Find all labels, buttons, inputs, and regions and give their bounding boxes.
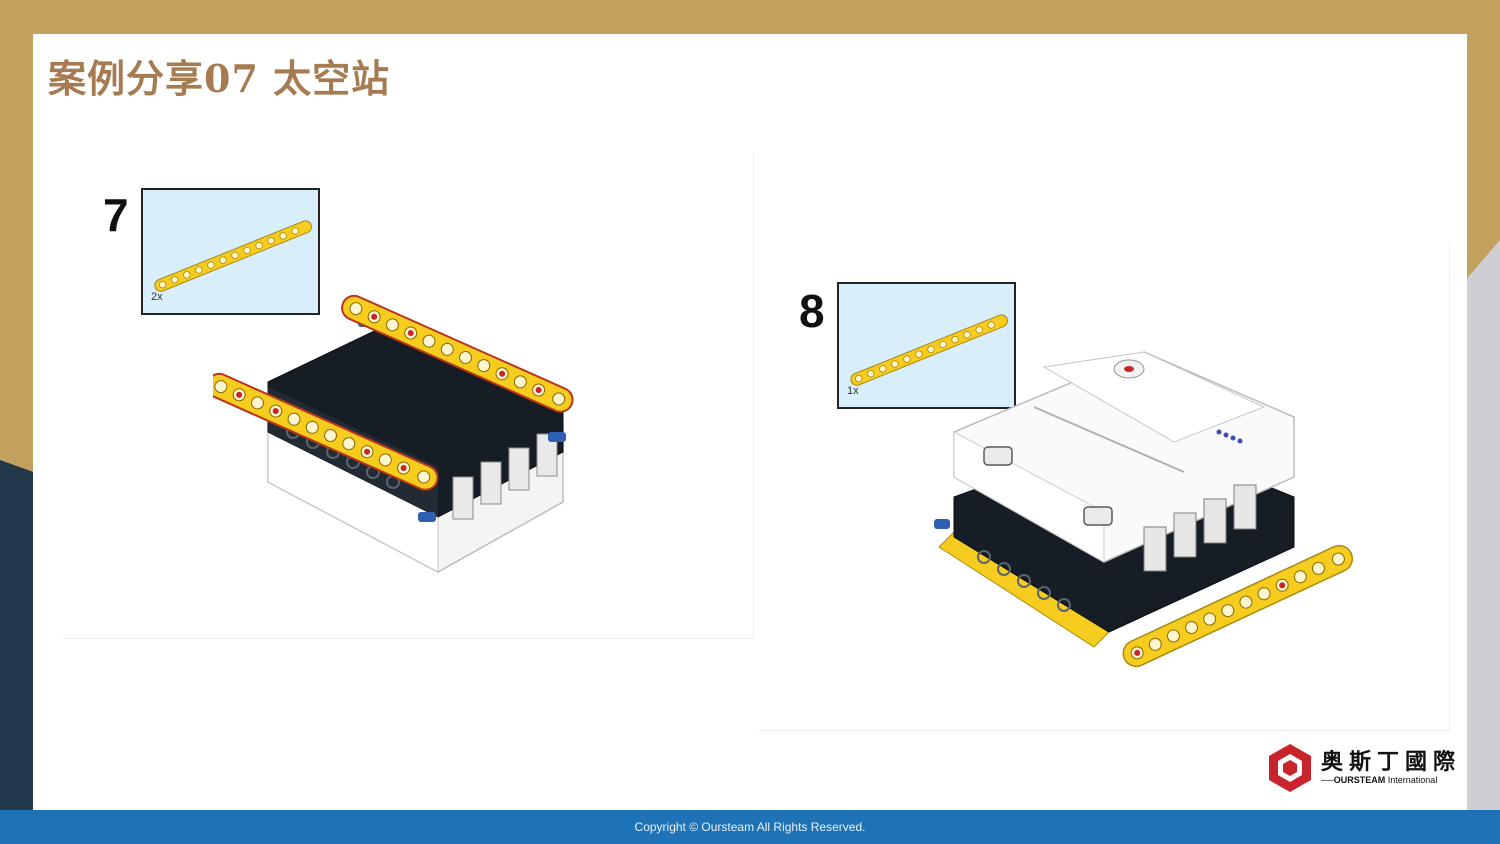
slide-canvas: 案例分享07 太空站 7 2x: [33, 34, 1467, 810]
parts-callout: 1x: [837, 282, 1016, 409]
step-number: 7: [103, 189, 129, 241]
logo-suffix: International: [1387, 775, 1438, 785]
brand-logo: 奥斯丁國際 ──OURSTEAM International: [1267, 740, 1462, 796]
step-number: 8: [799, 285, 825, 337]
hub-assembly-step-7: [213, 294, 574, 573]
logo-brand: OURSTEAM: [1333, 775, 1386, 785]
cube-logo-icon: [1269, 744, 1311, 792]
beam-part-icon: [850, 314, 1008, 386]
part-quantity: 1x: [847, 385, 859, 397]
step-7-panel: 7 2x: [63, 152, 754, 639]
part-quantity: 2x: [151, 291, 163, 303]
logo-english-name: ──OURSTEAM International: [1321, 775, 1438, 785]
footer-bar: Copyright © Oursteam All Rights Reserved…: [0, 810, 1500, 844]
copyright-text: Copyright © Oursteam All Rights Reserved…: [634, 820, 866, 834]
parts-callout: 2x: [141, 188, 320, 315]
hub-assembly-step-8: [934, 351, 1354, 668]
step-8-panel: 8 1x: [759, 242, 1450, 731]
logo-chinese-name: 奥斯丁國際: [1321, 750, 1462, 775]
beam-part-icon: [154, 220, 312, 292]
page-title: 案例分享07 太空站: [48, 56, 391, 101]
